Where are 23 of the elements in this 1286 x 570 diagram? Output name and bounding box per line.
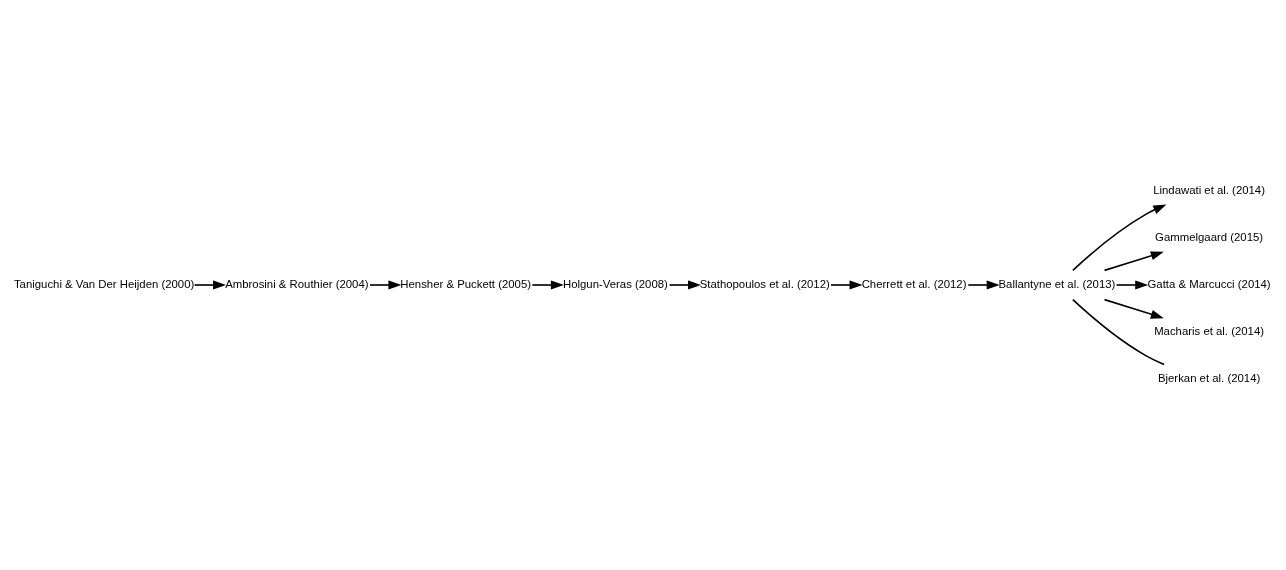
connector [1072,298,1165,366]
node-text: Stathopoulos et al. (2012) [699,278,830,290]
node-text: Ballantyne et al. (2013) [998,278,1116,290]
arrow [1072,204,1167,272]
node-text: Bjerkan et al. (2014) [1157,372,1261,385]
node-text: Taniguchi & Van Der Heijden (2000) [13,278,195,290]
node-text: Hensher & Puckett (2005) [400,278,532,290]
node-text: Macharis et al. (2014) [1154,325,1265,338]
arrow [531,280,564,290]
node-text: Lindawati et al. (2014) [1153,183,1265,196]
arrow [967,280,1000,290]
node-text: Gatta & Marcucci (2014) [1147,278,1271,290]
arrow [193,280,226,290]
arrow [1115,280,1149,290]
arrow [1103,251,1164,272]
arrow [369,280,402,290]
arrow [830,280,863,290]
arrow [1103,298,1164,319]
node-text: Ambrosini & Routhier (2004) [225,278,369,290]
node-text: Holgun-Veras (2008) [562,278,668,290]
arrow [668,280,702,290]
node-text: Gammelgaard (2015) [1155,230,1264,243]
node-text: Cherrett et al. (2012) [861,278,967,290]
